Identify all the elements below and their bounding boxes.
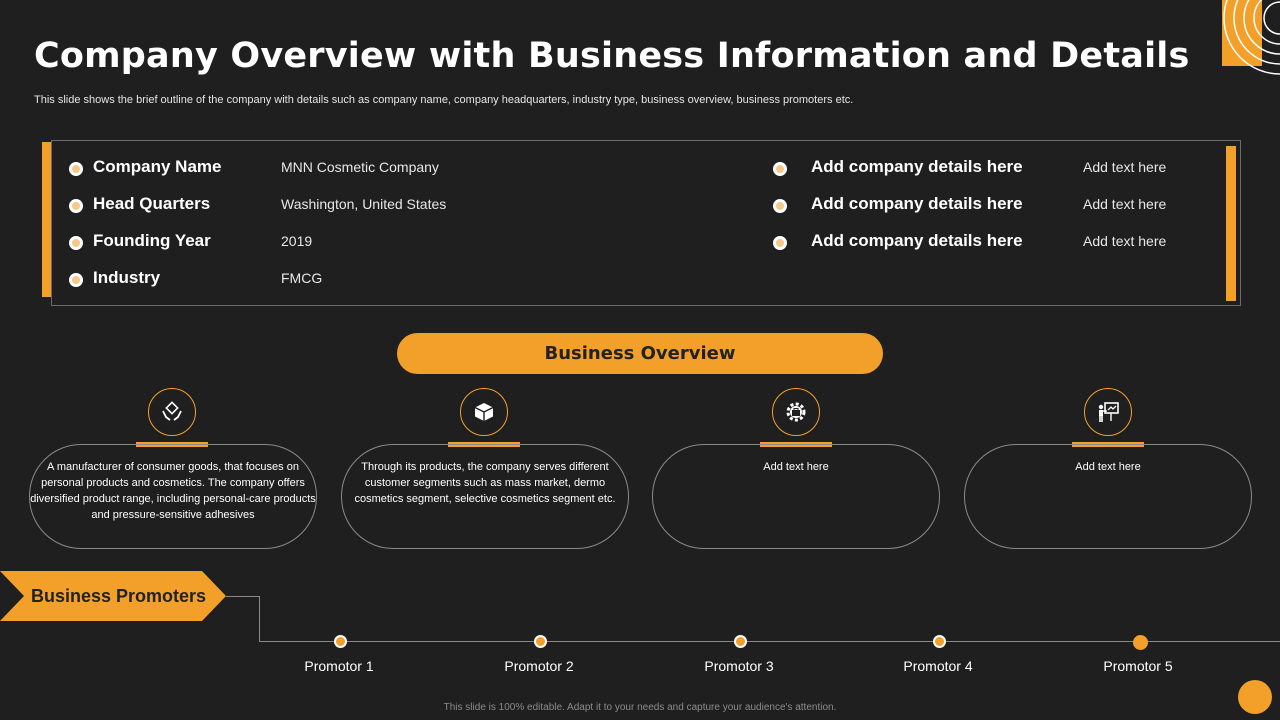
detail-label: Founding Year bbox=[93, 231, 211, 250]
overview-card: Add text here bbox=[964, 444, 1252, 549]
promoter-label: Promotor 2 bbox=[504, 658, 574, 674]
timeline-dot bbox=[933, 635, 946, 648]
overview-card: A manufacturer of consumer goods, that f… bbox=[29, 444, 317, 549]
detail-label: Add company details here bbox=[811, 231, 1023, 250]
detail-value: Add text here bbox=[1083, 159, 1167, 175]
bullet-icon bbox=[69, 273, 83, 287]
timeline-dot bbox=[1133, 635, 1148, 650]
overview-card-text: Add text here bbox=[1075, 461, 1141, 473]
corner-rings-decoration bbox=[1223, 0, 1280, 75]
gear-briefcase-icon bbox=[772, 388, 820, 436]
hands-box-icon bbox=[148, 388, 196, 436]
footer-note: This slide is 100% editable. Adapt it to… bbox=[443, 702, 837, 713]
package-icon bbox=[460, 388, 508, 436]
overview-card-text: Add text here bbox=[763, 461, 829, 473]
overview-card: Add text here bbox=[652, 444, 940, 549]
detail-label: Company Name bbox=[93, 157, 222, 176]
business-overview-heading: Business Overview bbox=[544, 343, 736, 364]
detail-value: Add text here bbox=[1083, 196, 1167, 212]
promoter-label: Promotor 1 bbox=[304, 658, 374, 674]
promoter-label: Promotor 5 bbox=[1103, 658, 1173, 674]
overview-card: Through its products, the company serves… bbox=[341, 444, 629, 549]
promoters-connector bbox=[226, 596, 260, 597]
timeline-dot bbox=[534, 635, 547, 648]
promoter-label: Promotor 3 bbox=[704, 658, 774, 674]
business-promoters-tag: Business Promoters bbox=[0, 571, 226, 621]
detail-value: Add text here bbox=[1083, 233, 1167, 249]
detail-label: Industry bbox=[93, 268, 161, 287]
bullet-icon bbox=[69, 236, 83, 250]
bullet-icon bbox=[69, 162, 83, 176]
slide-title: Company Overview with Business Informati… bbox=[34, 36, 1190, 76]
bullet-icon bbox=[69, 199, 83, 213]
detail-label: Head Quarters bbox=[93, 194, 211, 213]
bullet-icon bbox=[773, 162, 787, 176]
slide-subtitle: This slide shows the brief outline of th… bbox=[34, 94, 854, 106]
overview-card-text: Through its products, the company serves… bbox=[354, 461, 616, 505]
promoters-timeline bbox=[259, 641, 1280, 642]
corner-decoration-circle bbox=[1238, 680, 1272, 714]
detail-label: Add company details here bbox=[811, 157, 1023, 176]
presentation-icon bbox=[1084, 388, 1132, 436]
details-accent-right bbox=[1226, 146, 1236, 301]
detail-label: Add company details here bbox=[811, 194, 1023, 213]
detail-value: FMCG bbox=[281, 270, 323, 286]
overview-card-text: A manufacturer of consumer goods, that f… bbox=[30, 461, 316, 521]
business-promoters-heading: Business Promoters bbox=[31, 585, 207, 606]
timeline-dot bbox=[334, 635, 347, 648]
detail-value: Washington, United States bbox=[281, 196, 447, 212]
detail-value: 2019 bbox=[281, 233, 313, 249]
details-accent-left bbox=[42, 142, 51, 297]
business-overview-banner: Business Overview bbox=[397, 333, 883, 374]
bullet-icon bbox=[773, 236, 787, 250]
company-details-panel bbox=[51, 140, 1241, 306]
promoters-connector bbox=[259, 596, 260, 642]
bullet-icon bbox=[773, 199, 787, 213]
timeline-dot bbox=[734, 635, 747, 648]
promoter-label: Promotor 4 bbox=[903, 658, 973, 674]
detail-value: MNN Cosmetic Company bbox=[281, 159, 439, 175]
